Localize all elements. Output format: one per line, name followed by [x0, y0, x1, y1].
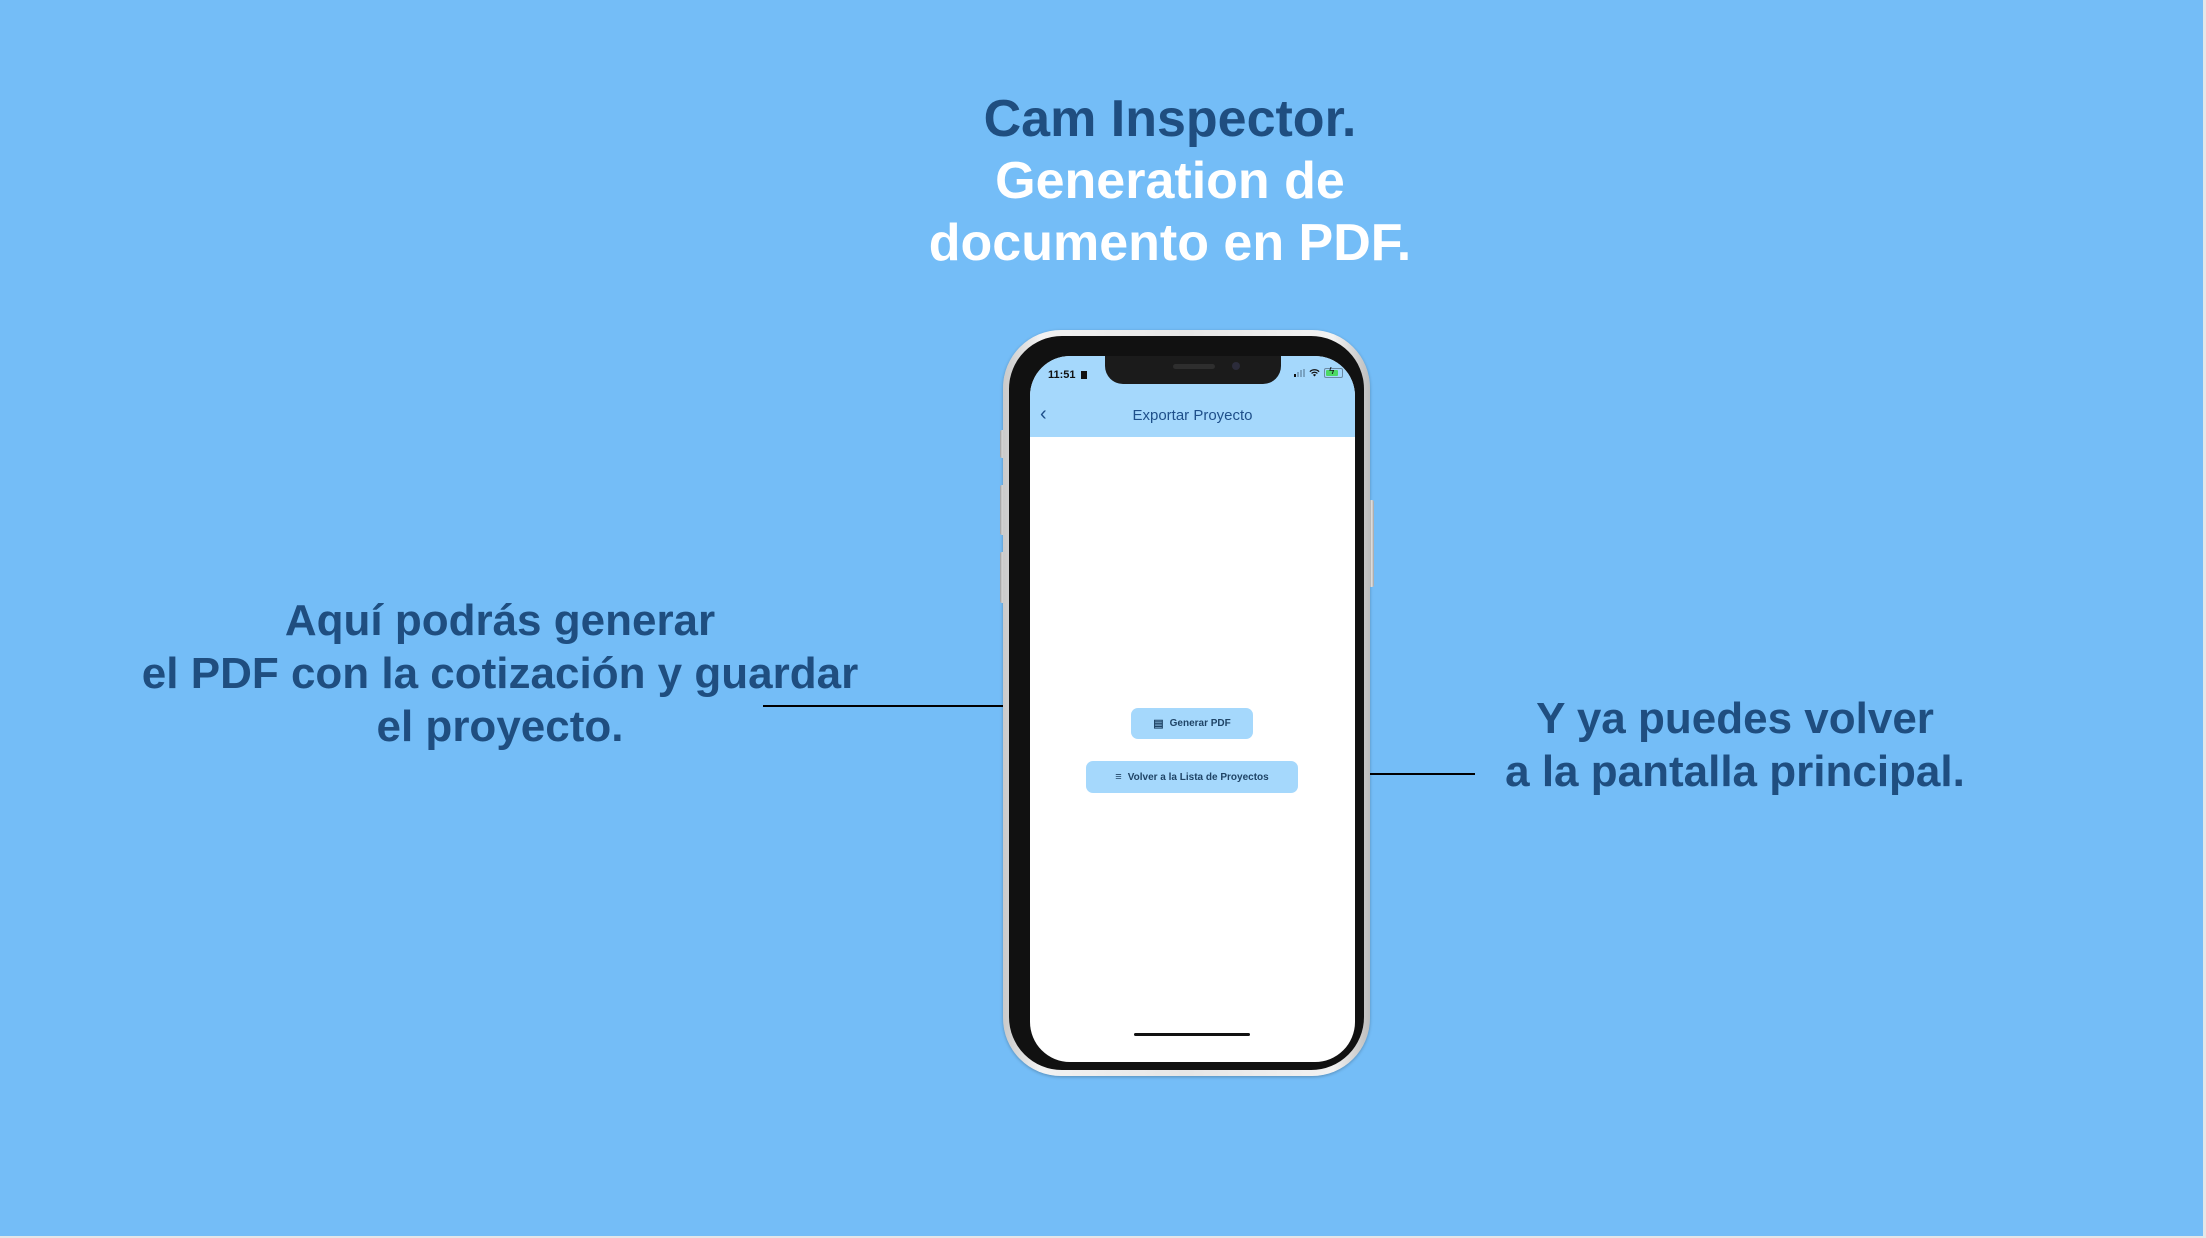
caption-right-line-2: a la pantalla principal.	[1505, 747, 1965, 796]
generate-pdf-label: Generar PDF	[1169, 718, 1231, 729]
caption-back-to-main: Y ya puedes volver a la pantalla princip…	[1470, 692, 2000, 798]
back-button[interactable]: ‹	[1040, 404, 1047, 424]
slide-title: Cam Inspector. Generation de documento e…	[860, 88, 1480, 274]
wifi-icon	[1309, 369, 1320, 377]
phone-power-button	[1369, 500, 1374, 587]
status-bar-time: 11:51	[1048, 369, 1087, 381]
screen-title: Exportar Proyecto	[1132, 407, 1253, 424]
generate-pdf-button[interactable]: ▤ Generar PDF	[1131, 708, 1253, 739]
title-line-1: Cam Inspector.	[983, 90, 1357, 148]
pdf-document-icon: ▤	[1153, 718, 1164, 730]
status-bar-icons: ϟ	[1294, 366, 1343, 378]
caption-left-line-2: el PDF con la cotización y guardar	[141, 649, 859, 698]
phone-notch	[1105, 356, 1281, 384]
speaker-grille	[1173, 364, 1215, 369]
title-line-3: documento en PDF.	[928, 214, 1412, 272]
sim-card-icon	[1080, 371, 1087, 379]
back-to-project-list-button[interactable]: ≡ Volver a la Lista de Proyectos	[1086, 761, 1298, 793]
chevron-left-icon: ‹	[1040, 403, 1047, 425]
caption-left-line-1: Aquí podrás generar	[284, 596, 716, 645]
phone-volume-up-button	[1000, 485, 1005, 535]
phone-volume-down-button	[1000, 552, 1005, 603]
home-indicator[interactable]	[1134, 1033, 1250, 1036]
battery-charging-icon: ϟ	[1324, 366, 1343, 378]
title-line-2: Generation de	[995, 152, 1345, 210]
phone-silent-switch	[1000, 430, 1005, 458]
caption-right-line-1: Y ya puedes volver	[1536, 694, 1934, 743]
phone-screen: 11:51 ϟ ‹ Export	[1030, 356, 1355, 1062]
back-to-project-list-label: Volver a la Lista de Proyectos	[1127, 771, 1269, 783]
caption-left-line-3: el proyecto.	[376, 702, 624, 751]
caption-generate-pdf: Aquí podrás generar el PDF con la cotiza…	[110, 594, 890, 753]
phone-bezel: 11:51 ϟ ‹ Export	[1009, 336, 1364, 1070]
list-icon: ≡	[1115, 771, 1122, 783]
phone-mockup: 11:51 ϟ ‹ Export	[1003, 330, 1370, 1076]
front-camera	[1232, 362, 1240, 370]
cellular-signal-icon	[1294, 369, 1305, 377]
